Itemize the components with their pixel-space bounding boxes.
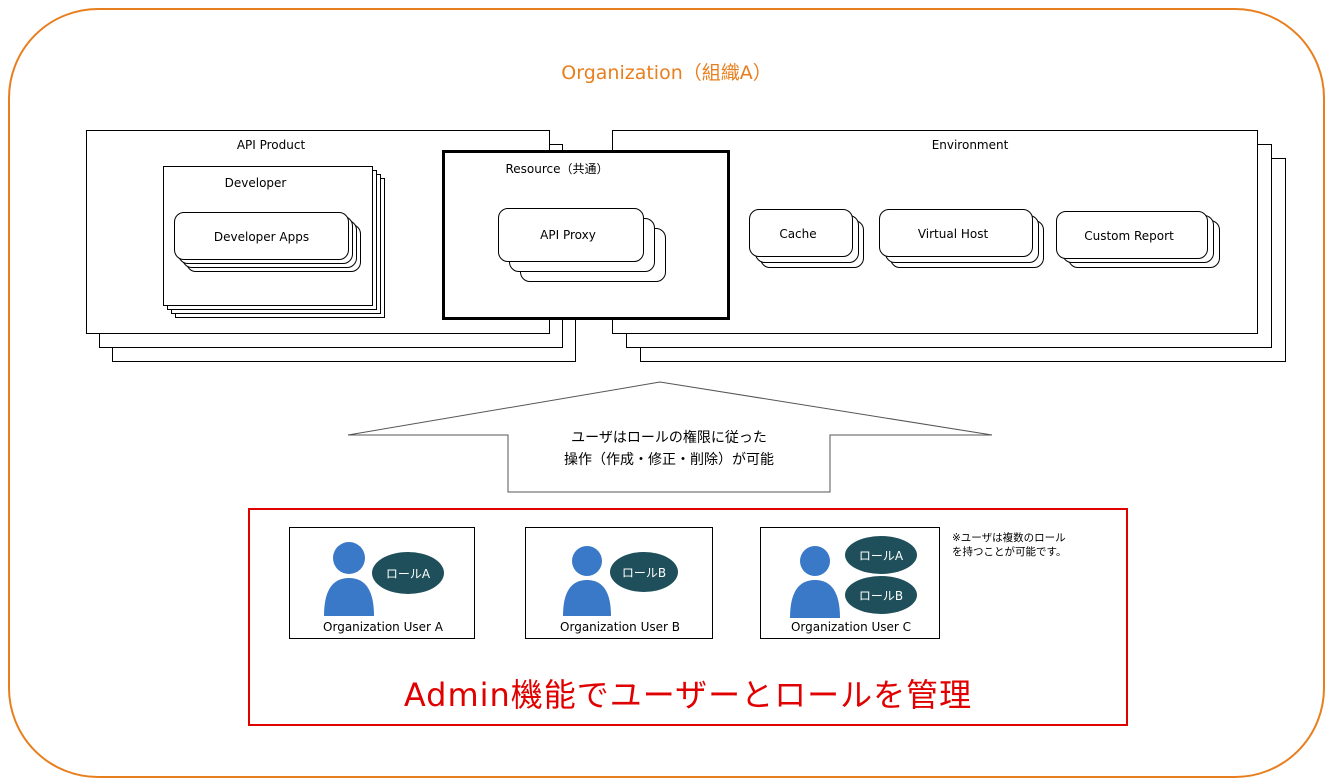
custom-report-label: Custom Report — [1084, 229, 1174, 243]
user-card-b: ロールB Organization User B — [525, 527, 713, 639]
cache-box — [749, 209, 853, 257]
api-product-title: API Product — [236, 138, 306, 152]
multiple-roles-note: ※ユーザは複数のロール を持つことが可能です。 — [952, 531, 1122, 559]
arrow-text: ユーザはロールの権限に従った 操作（作成・修正・削除）が可能 — [508, 427, 830, 471]
user-card-a: ロールA Organization User A — [289, 527, 475, 639]
admin-frame — [248, 508, 1128, 726]
api-proxy-label: API Proxy — [540, 228, 596, 242]
virtual-host-label: Virtual Host — [917, 227, 989, 241]
note-line1: ※ユーザは複数のロール — [952, 532, 1066, 544]
note-line2: を持つことが可能です。 — [952, 546, 1067, 558]
environment-title: Environment — [931, 138, 1009, 152]
virtual-host-box — [879, 209, 1033, 257]
arrow-text-line2: 操作（作成・修正・削除）が可能 — [564, 452, 774, 468]
resource-title: Resource（共通） — [505, 162, 609, 176]
user-icon — [563, 546, 611, 616]
user-icon — [324, 542, 374, 616]
developer-title: Developer — [224, 176, 287, 190]
user-c-name: Organization User C — [790, 620, 912, 634]
cache-label: Cache — [779, 227, 817, 241]
role-b-pill: ロールB — [845, 576, 917, 614]
user-icon — [790, 546, 840, 618]
user-b-name: Organization User B — [560, 620, 680, 634]
admin-title: Admin機能でユーザーとロールを管理 — [403, 676, 973, 714]
role-a-pill: ロールA — [372, 552, 444, 594]
developer-apps-box — [174, 212, 349, 260]
organization-title: Organization（組織A） — [561, 62, 772, 84]
custom-report-box — [1056, 211, 1208, 259]
user-a-name: Organization User A — [323, 620, 443, 634]
upward-arrow — [347, 381, 993, 493]
developer-apps-label: Developer Apps — [213, 230, 310, 244]
user-card-c: ロールA ロールB Organization User C — [760, 527, 940, 639]
arrow-text-line1: ユーザはロールの権限に従った — [571, 430, 767, 446]
role-b-pill: ロールB — [610, 552, 678, 592]
api-proxy-box — [498, 208, 644, 262]
role-a-pill: ロールA — [845, 536, 917, 574]
